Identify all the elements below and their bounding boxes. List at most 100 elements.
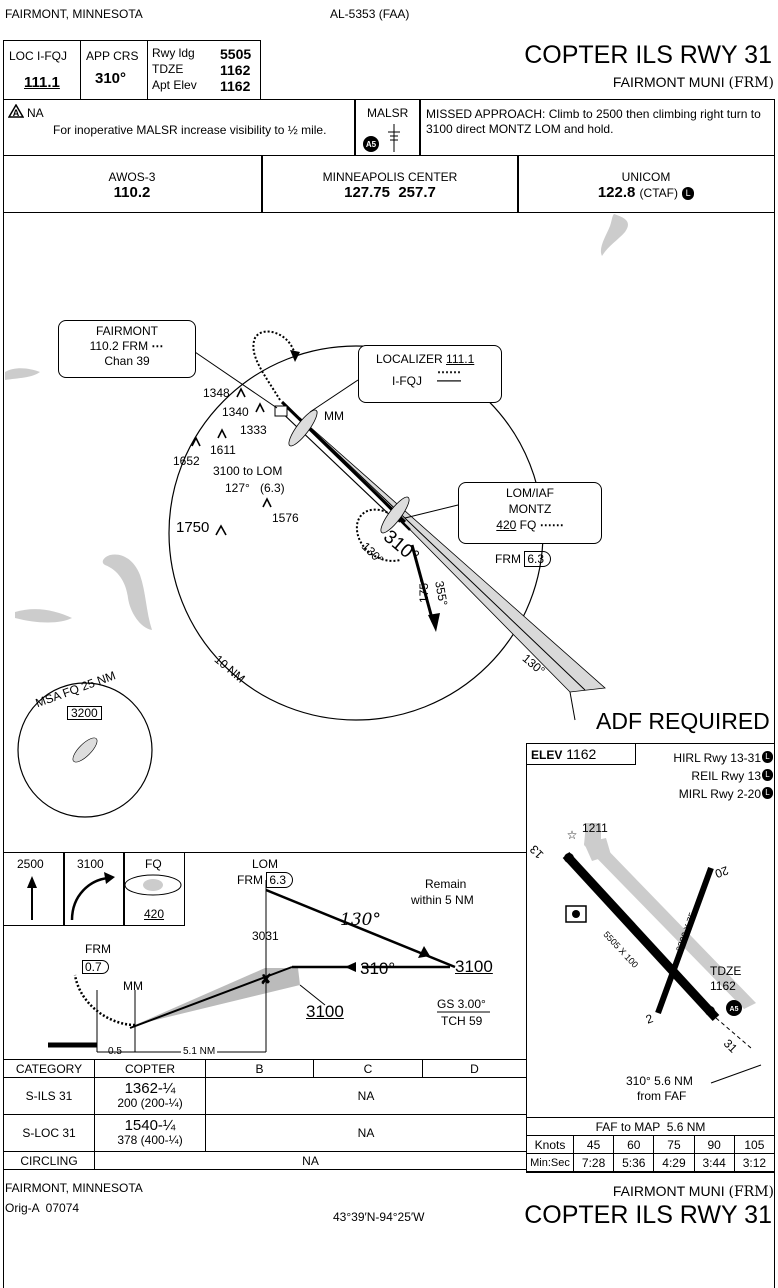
footer-airport-name: FAIRMONT MUNI [612,1183,725,1199]
rwy-ldg-label: Rwy ldg [152,46,195,60]
loc-extension [569,691,576,721]
plan-view-graphics [5,214,628,818]
timing-time-60: 5:36 [613,1153,655,1172]
comm-unicom: UNICOM 122.8 (CTAF) L [518,170,774,201]
min-loc-category: S-LOC 31 [3,1114,95,1152]
timing-knots-label: Knots [526,1135,574,1154]
missed-fix: FQ [145,857,162,871]
airport-elev-value: 1162 [566,746,597,762]
feeder-distance: (6.3) [260,481,285,495]
min-circling-category: CIRCLING [3,1151,95,1170]
vor-morse-icon: ⋯ [151,339,165,353]
airport-tdze-label: TDZE [710,964,742,978]
comms-divider-1 [261,155,263,213]
malsr-label: MALSR [367,106,409,120]
missed-approach-text: MISSED APPROACH: Climb to 2500 then clim… [426,107,761,136]
tdze-value: 1162 [220,62,251,78]
malsr-icon: A5 [362,122,412,161]
timing-table: FAF to MAP 5.6 NM Knots 45 60 75 90 105 … [526,1117,776,1172]
comm-center: MINNEAPOLIS CENTER 127.75 257.7 [262,170,518,201]
comm-awos-name: AWOS-3 [108,170,156,184]
msa-altitude: 3200 [67,706,102,720]
lom-code: FQ [519,518,537,532]
comm-center-name: MINNEAPOLIS CENTER [322,170,458,184]
min-loc-sub: 378 (400-¼) [117,1133,183,1147]
course-175-label: 175° [417,578,431,603]
profile-lom-dme: FRM 6.3 [237,872,294,888]
profile-remain-1: Remain [425,877,467,891]
footer-title: COPTER ILS RWY 31 [524,1201,772,1229]
header-airport: FAIRMONT MUNI (FRM) [613,74,774,91]
header-airport-id: (FRM) [728,75,774,91]
min-header-d: D [422,1059,527,1078]
footer-coordinates: 43°39′N-94°25′W [333,1210,425,1224]
timing-knots-105: 105 [733,1135,776,1154]
malsr-divider-left [354,99,356,156]
app-crs-value: 310° [95,70,127,87]
loc-callout-freq: 111.1 [446,352,475,366]
min-loc-na: NA [205,1114,527,1152]
svg-text:A5: A5 [366,140,377,149]
obstacle-symbols [191,387,272,536]
frm-dme-value: 6.3 [524,551,552,567]
svg-text:A5: A5 [730,1006,739,1013]
malsr-divider-right [419,99,421,156]
min-loc-copter: 1540-¼ 378 (400-¼) [94,1114,206,1152]
timing-time-45: 7:28 [572,1153,615,1172]
feeder-alt: 3100 to LOM [213,464,283,478]
pcl-icons: L L L [762,751,773,799]
course-175-arrow [428,613,440,632]
vor-callout-leader [191,349,278,409]
localizer-course-feather [299,417,606,693]
min-ils-copter: 1362-¼ 200 (200-¼) [94,1077,206,1115]
min-ils-main: 1362-¼ [124,1080,176,1097]
tdze-label: TDZE [152,62,184,76]
timing-time-105: 3:12 [733,1153,776,1172]
lom-morse-icon: ⋯⋯ [539,518,564,532]
missed-approach-path [252,330,296,401]
msa-circle [17,682,153,818]
min-header-b: B [205,1059,314,1078]
vor-callout-box: FAIRMONT 110.2 FRM ⋯ Chan 39 [58,320,196,378]
lights-reil: REIL Rwy 13 [691,769,761,783]
frm-dme-label: FRM [495,552,521,566]
loc-callout-ident: I-FQJ [392,374,422,388]
header-airport-name: FAIRMONT MUNI [612,74,725,90]
profile-frm-dme: 6.3 [266,872,294,888]
adf-required: ADF REQUIRED [596,708,770,734]
pcl-icon: L [682,186,695,200]
profile-inbound-alt: 3100 [455,957,493,976]
profile-tch: TCH 59 [441,1014,483,1028]
course-175-line [410,544,435,623]
tdze-a5-icon [726,1000,742,1016]
timing-time-75: 4:29 [653,1153,695,1172]
lom-ident: MONTZ [508,502,552,516]
min-ils-na: NA [205,1077,527,1115]
apt-elev-label: Apt Elev [152,78,197,92]
lake-southwest-lower [15,609,72,623]
comm-center-freq: 127.75 257.7 [344,184,436,201]
airport-elev-box: ELEV 1162 [526,743,636,765]
missed-turn-alt: 3100 [77,857,104,871]
lights-hirl: HIRL Rwy 13-31 [673,751,761,765]
na-label: NA [27,106,44,120]
airport-diagram-frame [526,743,775,1173]
footer-airport: FAIRMONT MUNI (FRM) [613,1183,774,1200]
timing-minsec-label: Min:Sec [526,1153,574,1172]
apron [584,838,611,861]
lights-mirl: MIRL Rwy 2-20 [678,787,761,801]
app-crs-label: APP CRS [86,49,139,63]
min-header-c: C [313,1059,423,1078]
lom-name: LOM/IAF [505,486,554,500]
airport-elev-label: ELEV [531,748,563,762]
missed-icon-boxes [3,852,185,926]
profile-inbound-course: 310° [360,959,396,978]
page-title: COPTER ILS RWY 31 [524,41,772,69]
profile-dist-2: 5.1 NM [181,1046,218,1057]
comm-unicom-freq: 122.8 [597,184,636,201]
missed-icon-divider-2 [123,852,125,926]
profile-gs-intercept-alt: 3100 [306,1002,344,1021]
faf-leader [710,1064,762,1084]
min-header-copter: COPTER [94,1059,206,1078]
missed-fix-freq: 420 [144,907,165,921]
